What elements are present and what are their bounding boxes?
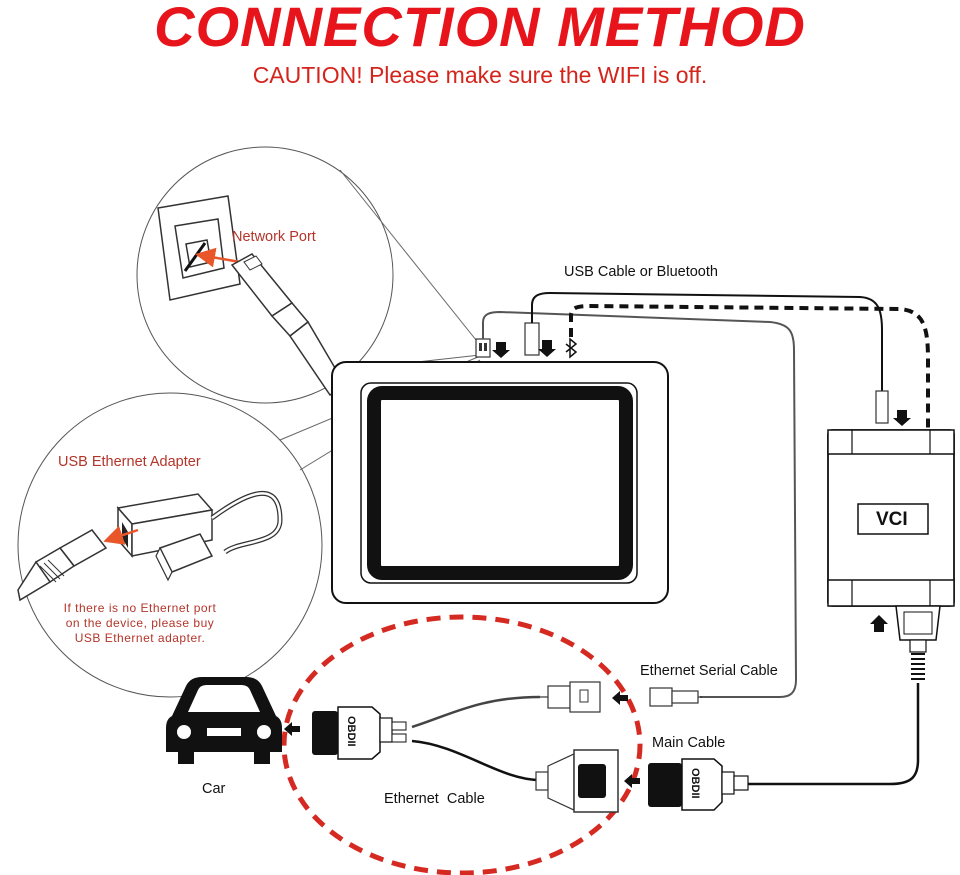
network-port-label: Network Port <box>232 229 316 245</box>
bluetooth-icon <box>565 337 578 359</box>
adapter-note-line2: on the device, please buy <box>65 616 215 630</box>
caution-text: CAUTION! Please make sure the WIFI is of… <box>252 62 708 88</box>
ethernet-cable-highlight <box>281 614 643 875</box>
network-port-icon <box>157 195 241 301</box>
usb-cable-line <box>531 291 883 392</box>
vci-label: VCI <box>876 509 908 530</box>
car-obdii-label: OBDII <box>345 716 357 747</box>
ethernet-serial-cable-label: Ethernet Serial Cable <box>640 663 778 679</box>
rj45-plug-icon-2 <box>17 529 108 602</box>
main-obdii-label: OBDII <box>689 768 701 799</box>
car-obdii-connector-icon: OBDII <box>312 706 407 760</box>
main-cable-line <box>748 683 920 786</box>
ethernet-socket-icon <box>540 681 601 713</box>
db-connector-icon <box>535 749 619 813</box>
page-title: CONNECTION METHOD <box>154 0 806 58</box>
car-label: Car <box>202 781 226 797</box>
car-front-icon <box>166 677 282 764</box>
main-cable-label: Main Cable <box>652 735 726 751</box>
main-obdii-connector-icon: OBDII <box>648 758 749 811</box>
rj45-plug-icon <box>230 253 347 397</box>
ethernet-serial-cable-line <box>482 310 798 698</box>
ethernet-serial-plug-icon <box>649 687 702 707</box>
vci-box-icon <box>827 429 955 680</box>
adapter-note-line3: USB Ethernet adapter. <box>74 631 206 645</box>
usb-cable-bluetooth-label: USB Cable or Bluetooth <box>564 264 718 280</box>
usb-ethernet-adapter-icon <box>116 490 283 582</box>
tablet-icon <box>331 361 669 604</box>
adapter-note-line1: If there is no Ethernet port <box>63 601 217 615</box>
usb-adapter-callout <box>17 356 481 698</box>
tablet-ports <box>475 322 556 358</box>
network-port-callout <box>136 146 481 404</box>
ethernet-cable-label: Ethernet Cable <box>384 791 485 807</box>
adapter-note: If there is no Ethernet port on the devi… <box>30 601 250 646</box>
usb-ethernet-adapter-label: USB Ethernet Adapter <box>58 454 201 470</box>
